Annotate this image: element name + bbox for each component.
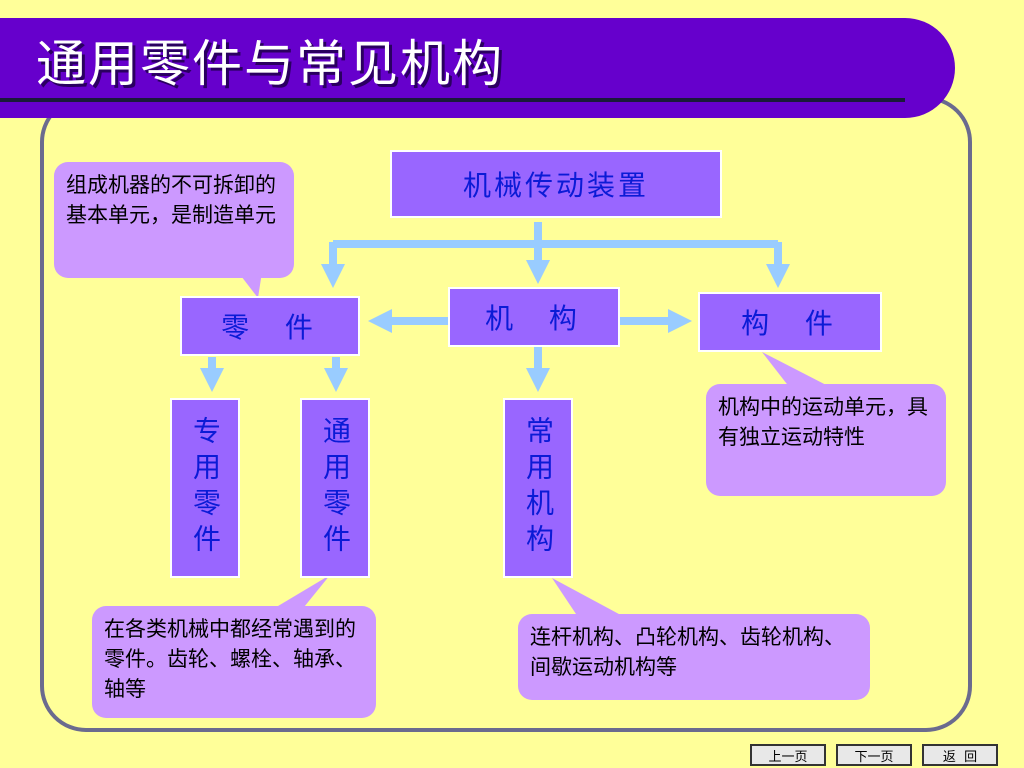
callout-tail-component: [762, 352, 832, 388]
title-underline: [0, 98, 905, 102]
callout-mechanism-examples: 连杆机构、凸轮机构、齿轮机构、间歇运动机构等: [518, 614, 870, 700]
next-page-button[interactable]: 下一页: [836, 744, 912, 766]
callout-tail-general-parts: [268, 575, 330, 612]
back-button[interactable]: 返 回: [922, 744, 998, 766]
callout-component-definition: 机构中的运动单元，具有独立运动特性: [706, 384, 946, 496]
callout-tail-parts: [238, 272, 262, 298]
callout-parts-definition: 组成机器的不可拆卸的基本单元，是制造单元: [54, 162, 294, 278]
node-special-parts: 专用零件: [170, 398, 240, 578]
callout-general-parts-examples: 在各类机械中都经常遇到的零件。齿轮、螺栓、轴承、轴等: [92, 606, 376, 718]
callout-tail-mechanism: [552, 578, 630, 620]
node-general-parts: 通用零件: [300, 398, 370, 578]
node-mechanism: 机 构: [448, 287, 620, 347]
node-parts: 零 件: [180, 296, 360, 356]
node-root: 机械传动装置: [390, 150, 722, 218]
page-title: 通用零件与常见机构: [36, 35, 504, 93]
node-component: 构 件: [698, 292, 882, 352]
prev-page-button[interactable]: 上一页: [750, 744, 826, 766]
node-common-mechanism: 常用机构: [503, 398, 573, 578]
